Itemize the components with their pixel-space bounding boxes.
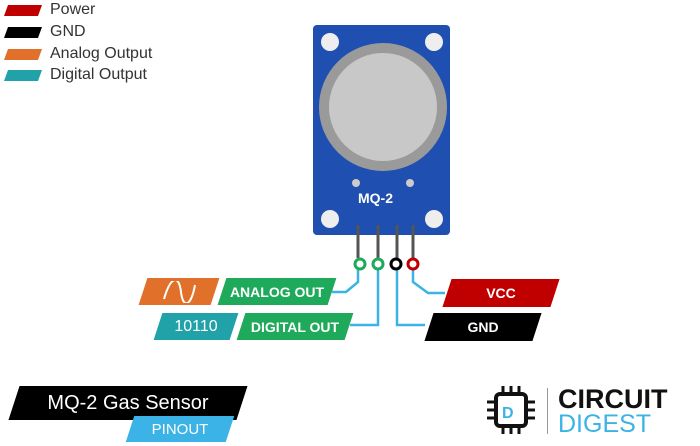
gnd-label: GND bbox=[429, 313, 537, 341]
binary-icon: 10110 bbox=[174, 317, 218, 335]
sine-wave-icon bbox=[163, 280, 196, 303]
logo-divider bbox=[547, 388, 548, 434]
pin-analog bbox=[353, 257, 367, 271]
legend-label: Power bbox=[50, 1, 96, 18]
sensor-label: MQ-2 bbox=[358, 190, 393, 206]
legend-label: Analog Output bbox=[50, 45, 153, 62]
circuit-digest-logo-icon: D bbox=[487, 386, 535, 434]
pin-vcc bbox=[406, 257, 420, 271]
title-text: MQ-2 Gas Sensor bbox=[47, 391, 209, 414]
pinout-text: PINOUT bbox=[151, 420, 209, 438]
digital-icon-box: 10110 bbox=[158, 313, 234, 340]
vcc-text: VCC bbox=[486, 285, 516, 301]
digital-out-label: DIGITAL OUT bbox=[241, 313, 349, 340]
pin-gnd bbox=[389, 257, 403, 271]
legend-power: Power bbox=[3, 1, 96, 19]
vcc-label: VCC bbox=[447, 279, 555, 307]
legend-digital: Digital Output bbox=[3, 66, 147, 84]
legend-label: GND bbox=[50, 23, 86, 40]
title-banner: MQ-2 Gas Sensor bbox=[14, 386, 242, 420]
pinout-banner: PINOUT bbox=[130, 416, 230, 442]
pin-digital bbox=[371, 257, 385, 271]
svg-text:D: D bbox=[502, 405, 514, 422]
logo-digest: DIGEST bbox=[558, 410, 652, 438]
analog-out-label: ANALOG OUT bbox=[222, 278, 332, 305]
legend-label: Digital Output bbox=[50, 66, 147, 83]
analog-out-text: ANALOG OUT bbox=[229, 283, 325, 300]
gnd-text: GND bbox=[467, 319, 499, 335]
logo-circuit: CIRCUIT bbox=[558, 384, 668, 414]
digital-out-text: DIGITAL OUT bbox=[250, 318, 340, 335]
analog-icon-box bbox=[143, 278, 215, 305]
legend-analog: Analog Output bbox=[3, 45, 153, 63]
legend-gnd: GND bbox=[3, 23, 86, 41]
